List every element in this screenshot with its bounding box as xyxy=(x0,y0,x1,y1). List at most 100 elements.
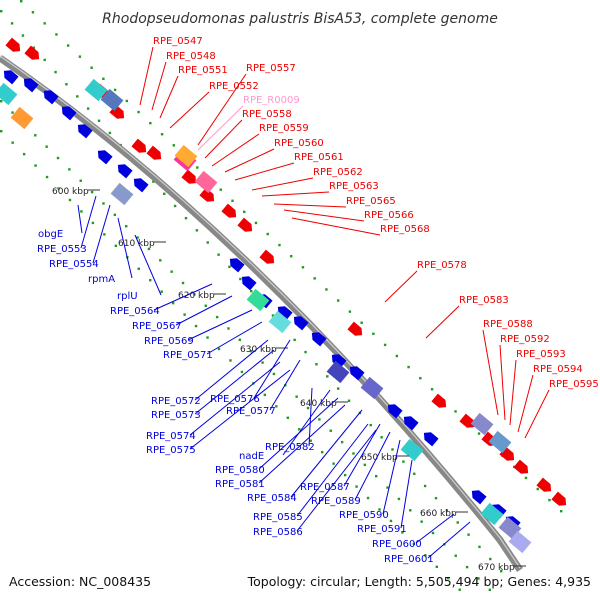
track-dot xyxy=(401,531,404,534)
track-dot xyxy=(172,144,176,147)
forward-gene-label: RPE_0551 xyxy=(178,65,228,76)
track-dot xyxy=(56,156,60,160)
reverse-label-line xyxy=(282,389,331,456)
track-dot xyxy=(397,497,401,501)
track-dot xyxy=(254,221,258,225)
reverse-gene-arrow xyxy=(3,70,19,85)
track-dot xyxy=(369,423,372,427)
track-dot xyxy=(402,460,405,463)
forward-gene-arrow xyxy=(131,138,147,153)
track-dot xyxy=(149,279,152,282)
forward-label-lines xyxy=(139,46,550,439)
track-dot xyxy=(137,267,140,270)
forward-gene-label: RPE_0561 xyxy=(294,152,344,163)
forward-label-line xyxy=(197,73,247,146)
reverse-gene-arrow xyxy=(277,306,293,321)
forward-label-line xyxy=(261,191,330,197)
track-dot xyxy=(250,290,253,293)
track-dot xyxy=(360,321,363,324)
track-dot xyxy=(76,95,79,98)
reverse-gene-label: RPE_0569 xyxy=(144,336,194,347)
track-dot xyxy=(372,332,375,336)
forward-gene-arrow xyxy=(237,217,253,232)
track-dot xyxy=(313,277,316,280)
track-dot xyxy=(137,110,140,114)
track-dot xyxy=(363,463,367,467)
reverse-gene-arrow xyxy=(117,164,133,179)
track-dot xyxy=(66,44,70,47)
gene-block xyxy=(246,288,270,312)
track-dot xyxy=(55,33,58,36)
genome-backbone-highlight xyxy=(0,55,521,569)
reverse-labels: obgERPE_0553RPE_0554rpmArplURPE_0564RPE_… xyxy=(37,229,434,565)
forward-gene-label: RPE_0547 xyxy=(153,36,203,47)
forward-gene-label: RPE_0565 xyxy=(346,196,396,207)
reverse-gene-label: RPE_0553 xyxy=(37,244,87,255)
track-dot xyxy=(431,531,435,535)
track-dot xyxy=(173,204,177,208)
track-dot xyxy=(80,210,83,213)
track-dot xyxy=(78,55,82,58)
map-title: Rhodopseudomonas palustris BisA53, compl… xyxy=(102,11,498,27)
track-dot xyxy=(239,277,242,281)
reverse-gene-arrow xyxy=(311,332,327,347)
forward-label-line xyxy=(384,270,418,303)
forward-label-line xyxy=(283,209,365,222)
track-dot xyxy=(79,179,82,182)
track-dot xyxy=(458,588,461,591)
forward-label-line xyxy=(204,119,243,159)
forward-label-line xyxy=(499,344,506,421)
reverse-label-line xyxy=(117,217,133,279)
reverse-gene-label: rplU xyxy=(117,291,138,302)
reverse-label-line xyxy=(80,195,97,249)
track-dot xyxy=(11,111,14,114)
track-dot xyxy=(0,10,3,13)
track-dot xyxy=(343,473,347,477)
track-dot xyxy=(380,436,383,439)
track-dot xyxy=(68,168,71,171)
track-dot xyxy=(125,99,129,103)
track-dot xyxy=(352,452,355,455)
reverse-label-line xyxy=(187,309,253,341)
reverse-gene-label: RPE_0582 xyxy=(265,442,315,453)
forward-label-line xyxy=(509,359,517,426)
forward-gene-label: RPE_0595 xyxy=(549,379,599,390)
reverse-gene-arrow xyxy=(349,366,365,381)
track-dot xyxy=(286,416,289,419)
track-dot xyxy=(21,34,25,37)
forward-gene-label: RPE_0578 xyxy=(417,260,467,271)
track-dot xyxy=(217,253,220,256)
reverse-gene-label: RPE_0567 xyxy=(132,321,182,332)
reverse-gene-label: RPE_0584 xyxy=(247,493,297,504)
reverse-label-line xyxy=(92,204,111,264)
track-dot xyxy=(407,365,410,369)
track-dot xyxy=(375,475,378,478)
track-dot xyxy=(90,66,93,69)
track-dot xyxy=(0,130,3,133)
track-dot xyxy=(306,406,310,410)
track-dot xyxy=(524,476,528,480)
reverse-label-line xyxy=(400,459,413,529)
ruler-tick-label: 620 kbp xyxy=(178,291,215,301)
track-dot xyxy=(548,498,551,502)
forward-label-line xyxy=(197,105,244,151)
track-dot xyxy=(65,83,68,86)
reverse-label-line xyxy=(427,521,471,559)
forward-gene-arrow xyxy=(199,187,215,202)
ruler-tick-label: 610 kbp xyxy=(118,239,155,249)
forward-gene-arrow xyxy=(24,45,40,60)
track-dot xyxy=(31,11,35,14)
gene-block xyxy=(326,360,350,384)
track-dot xyxy=(11,141,14,144)
reverse-label-line xyxy=(134,234,162,296)
gene-block xyxy=(268,310,292,334)
track-dot xyxy=(54,70,57,74)
track-dot xyxy=(332,462,335,465)
track-dot xyxy=(45,145,48,148)
track-dot xyxy=(488,588,492,592)
forward-gene-arrow xyxy=(5,37,21,52)
forward-gene-label: RPE_0557 xyxy=(246,63,296,74)
reverse-gene-arrow xyxy=(241,276,257,291)
